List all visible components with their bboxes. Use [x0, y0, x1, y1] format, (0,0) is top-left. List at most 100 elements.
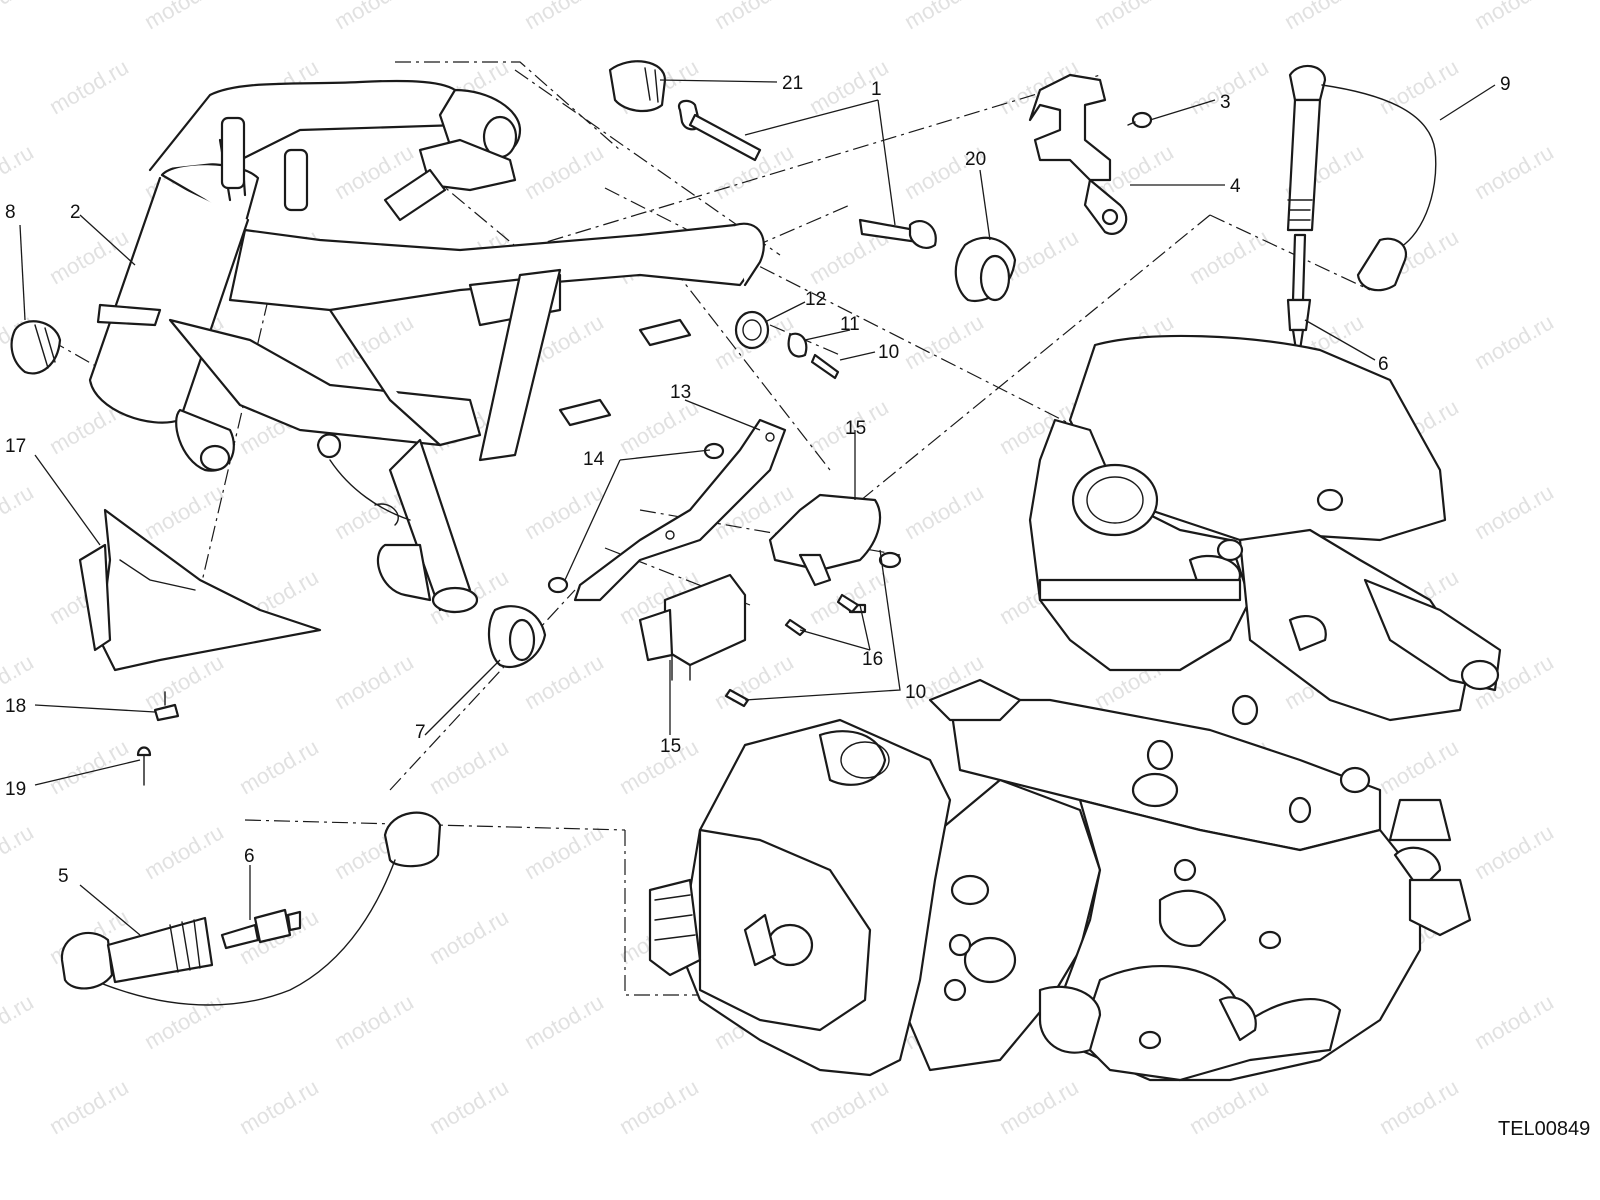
screw-part-3 [1127, 111, 1153, 129]
watermark-text: motod.ru [0, 0, 38, 34]
callout-13: 13 [670, 382, 691, 403]
grommet-part-7 [487, 605, 547, 669]
watermark-text: motod.ru [1470, 479, 1558, 544]
watermark-text: motod.ru [0, 819, 38, 884]
watermark-text: motod.ru [1090, 0, 1178, 34]
watermark-text: motod.ru [900, 309, 988, 374]
watermark-text: motod.ru [1470, 139, 1558, 204]
fastener-part-18 [153, 691, 180, 722]
callout-4: 4 [1230, 176, 1241, 197]
watermark-text: motod.ru [615, 734, 703, 799]
callout-16: 16 [862, 649, 883, 670]
watermark-text: motod.ru [710, 0, 798, 34]
drawing-code: TEL00849 [1498, 1118, 1590, 1140]
callout-7: 7 [415, 722, 426, 743]
callout-6-right: 6 [1378, 354, 1389, 375]
watermark-text: motod.ru [45, 54, 133, 119]
spark-plug-cap-part-9 [1286, 64, 1437, 292]
watermark-text: motod.ru [520, 989, 608, 1054]
callout-18: 18 [5, 696, 26, 717]
pulley-part-12 [734, 310, 770, 350]
callout-3: 3 [1220, 92, 1231, 113]
watermark-text: motod.ru [0, 139, 38, 204]
watermark-text: motod.ru [1280, 0, 1368, 34]
callout-15-lower: 15 [660, 736, 681, 757]
callout-20: 20 [965, 149, 986, 170]
watermark-text: motod.ru [45, 1074, 133, 1139]
watermark-text: motod.ru [45, 734, 133, 799]
screw-part-10-bottom [724, 688, 750, 708]
callout-12: 12 [805, 289, 826, 310]
callout-6-left: 6 [244, 846, 255, 867]
watermark-text: motod.ru [330, 649, 418, 714]
watermark-text: motod.ru [1470, 309, 1558, 374]
bracket-part-4 [1028, 73, 1128, 235]
callout-21: 21 [782, 73, 803, 94]
watermark-text: motod.ru [615, 1074, 703, 1139]
grommet-part-8 [10, 320, 62, 375]
watermark-text: motod.ru [330, 989, 418, 1054]
callout-9: 9 [1500, 74, 1511, 95]
watermark-text: motod.ru [710, 649, 798, 714]
watermark-text: motod.ru [235, 1074, 323, 1139]
callout-10-top: 10 [878, 342, 899, 363]
callout-19: 19 [5, 779, 26, 800]
bolt-part-1-mid [858, 218, 937, 249]
watermark-text: motod.ru [520, 649, 608, 714]
screw-part-16 [784, 593, 860, 637]
watermark-text: motod.ru [1375, 734, 1463, 799]
callout-2: 2 [70, 202, 81, 223]
fastener-part-19 [136, 746, 152, 786]
watermark-text: motod.ru [1185, 224, 1273, 289]
spark-plug-part-6-right [1286, 233, 1312, 352]
grommet-part-20 [954, 236, 1017, 303]
watermark-text: motod.ru [1185, 1074, 1273, 1139]
watermark-text: motod.ru [425, 1074, 513, 1139]
watermark-text: motod.ru [140, 479, 228, 544]
watermark-text: motod.ru [140, 819, 228, 884]
engine-assembly [648, 334, 1502, 1082]
bolt-part-1-top [677, 99, 762, 162]
watermark-text: motod.ru [45, 224, 133, 289]
ignition-coil-part-15-upper [768, 493, 902, 614]
watermark-text: motod.ru [425, 734, 513, 799]
watermark-text: motod.ru [0, 989, 38, 1054]
watermark-text: motod.ru [995, 1074, 1083, 1139]
callout-labels: 1 2 3 4 5 6 6 7 8 9 10 10 11 12 13 14 15… [5, 73, 1511, 887]
watermark-text: motod.ru [1470, 0, 1558, 34]
frame-part-2 [88, 79, 765, 614]
callout-5: 5 [58, 866, 69, 887]
bracket-plate-part-13 [573, 418, 787, 602]
watermark-text: motod.ru [0, 479, 38, 544]
control-unit-part-15-lower [638, 573, 747, 681]
watermark-text: motod.ru [1470, 989, 1558, 1054]
spark-plug-part-6-left [220, 908, 302, 950]
watermark-text: motod.ru [1375, 1074, 1463, 1139]
spark-plug-cap-part-5 [60, 811, 442, 1006]
watermark-text: motod.ru [520, 479, 608, 544]
watermark-text: motod.ru [615, 394, 703, 459]
cover-part-17 [78, 508, 322, 672]
watermark-text: motod.ru [140, 0, 228, 34]
callout-17: 17 [5, 436, 26, 457]
watermark-text: motod.ru [1375, 54, 1463, 119]
watermark-text: motod.ru [330, 0, 418, 34]
washer-part-11 [787, 332, 808, 358]
watermark-text: motod.ru [900, 0, 988, 34]
screw-part-10-top [810, 353, 840, 380]
watermark-text: motod.ru [235, 734, 323, 799]
callout-14: 14 [583, 449, 605, 470]
watermark-text: motod.ru [425, 904, 513, 969]
callout-11: 11 [840, 314, 860, 335]
watermark-text: motod.ru [520, 139, 608, 204]
leader-lines [19, 79, 1496, 936]
watermark-text: motod.ru [805, 1074, 893, 1139]
callout-10-bottom: 10 [905, 682, 926, 703]
callout-1: 1 [871, 79, 882, 100]
callout-8: 8 [5, 202, 16, 223]
callout-15-upper: 15 [845, 418, 866, 439]
watermark-text: motod.ru [1470, 819, 1558, 884]
grommet-part-21 [608, 60, 667, 113]
watermark-text: motod.ru [520, 0, 608, 34]
